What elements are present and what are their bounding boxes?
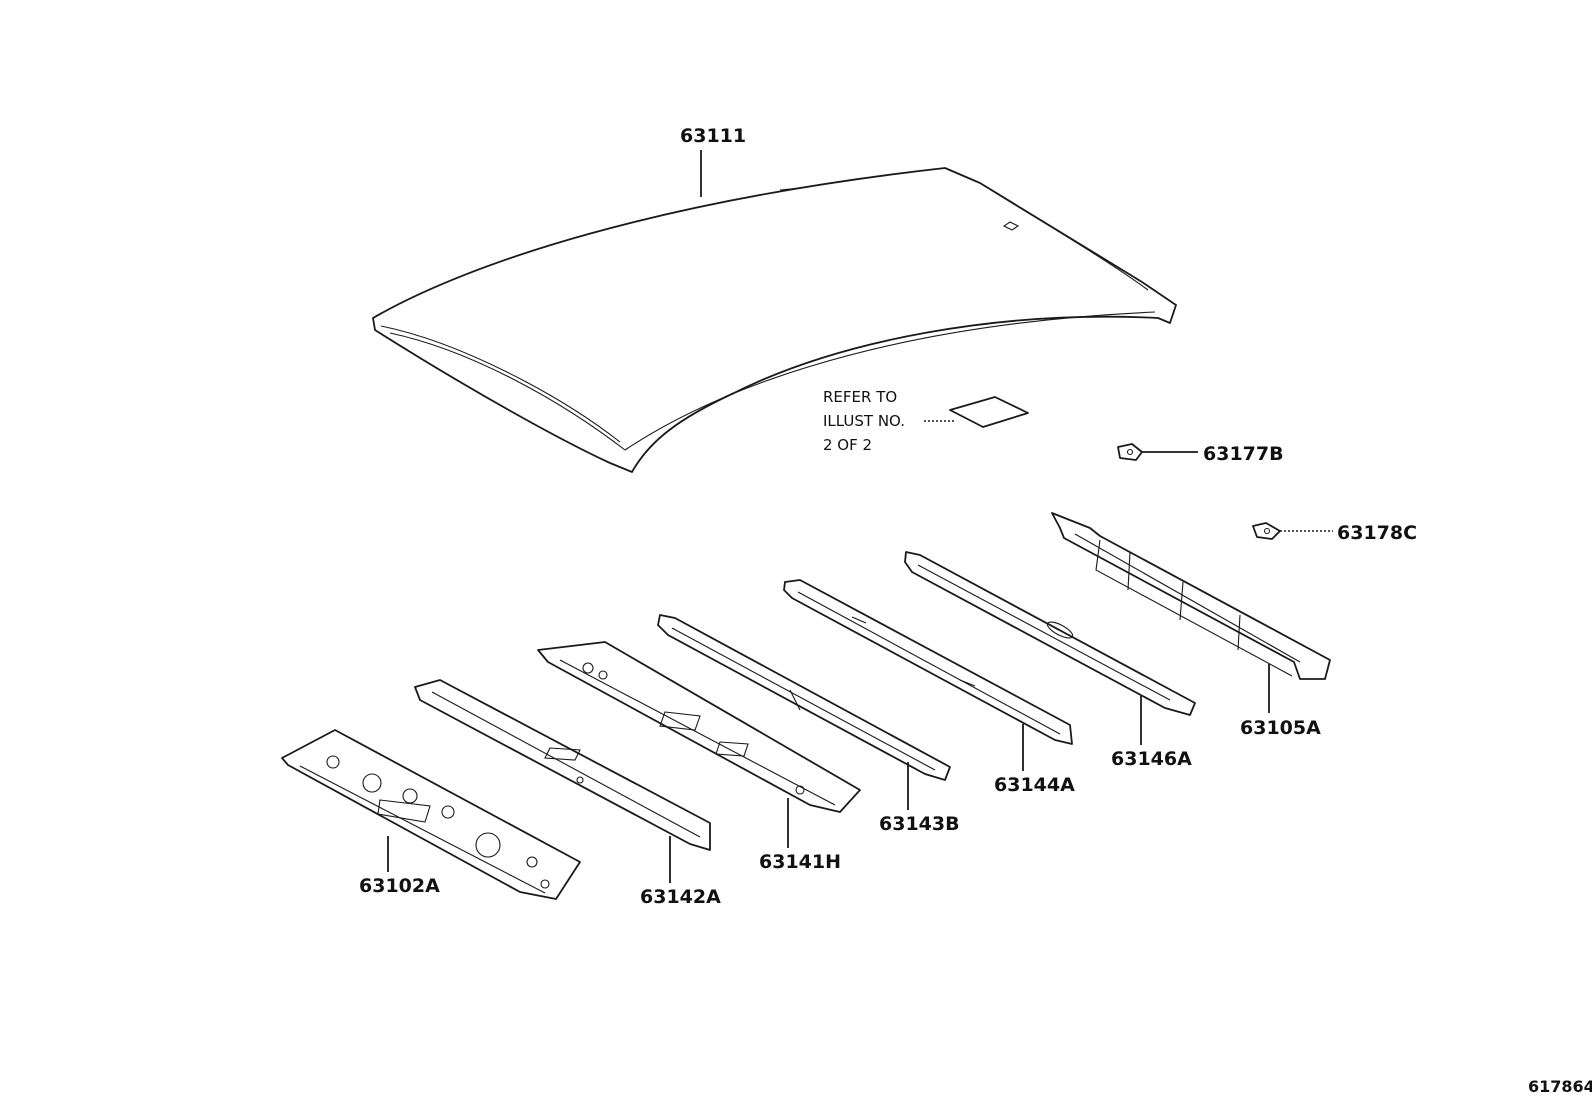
roof-bow-63143b[interactable]: [657, 614, 951, 781]
bracket-c-label: 63178C: [1337, 522, 1417, 544]
roof-bow-63142a[interactable]: [414, 679, 711, 851]
roof-bow-63146a[interactable]: [904, 551, 1196, 716]
note-line-1: REFER TO: [823, 388, 897, 406]
bracket-b-label: 63177B: [1203, 443, 1284, 465]
referenced-pad[interactable]: [949, 396, 1029, 428]
figure-number: 617864: [1528, 1077, 1592, 1096]
bow-144-label: 63144A: [994, 774, 1075, 796]
refer-note: REFER TO ILLUST NO. 2 OF 2: [823, 388, 1029, 454]
bow-143-label: 63143B: [879, 813, 960, 835]
roof-bow-63141h[interactable]: [537, 641, 861, 813]
bracket-63178c[interactable]: [1252, 522, 1281, 540]
bow-141-label: 63141H: [759, 851, 841, 873]
roof-label: 63111: [680, 125, 746, 147]
bracket-63177b[interactable]: [1117, 443, 1143, 461]
roof-panel[interactable]: [372, 167, 1177, 473]
roof-bow-63144a[interactable]: [783, 579, 1073, 745]
bow-142-label: 63142A: [640, 886, 721, 908]
note-line-2: ILLUST NO.: [823, 412, 905, 430]
front-header-label: 63102A: [359, 875, 440, 897]
rear-header-label: 63105A: [1240, 717, 1321, 739]
note-line-3: 2 OF 2: [823, 436, 872, 454]
rear-header-63105a[interactable]: [1051, 512, 1331, 680]
front-header-63102a[interactable]: [281, 729, 581, 900]
bow-146-label: 63146A: [1111, 748, 1192, 770]
